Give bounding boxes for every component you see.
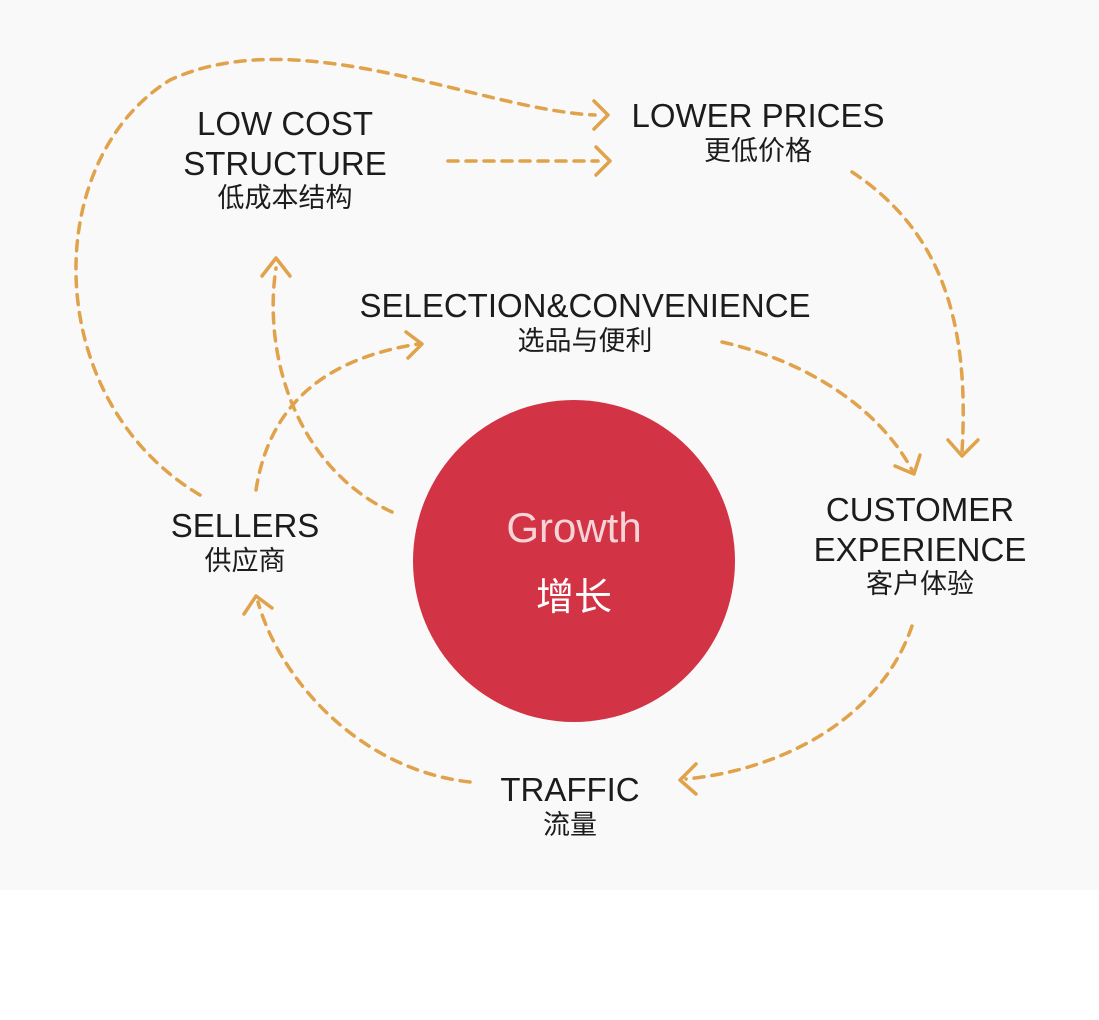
node-sellers-zh: 供应商 <box>204 545 286 577</box>
arrow-lower-prices-to-customer <box>850 170 965 454</box>
arrow-head-customer-left <box>893 453 922 476</box>
arrow-sellers-to-selection <box>254 342 420 492</box>
node-low-cost-en-line2: STRUCTURE <box>183 144 387 182</box>
arrow-head-lower-prices-top <box>592 99 610 131</box>
growth-label-en: Growth <box>506 504 642 551</box>
arrow-selection-to-customer <box>720 340 914 472</box>
node-low-cost-zh: 低成本结构 <box>217 183 353 215</box>
node-traffic-en: TRAFFIC <box>500 771 640 808</box>
node-selection-en: SELECTION&CONVENIENCE <box>359 287 811 324</box>
node-low-cost-structure: LOW COST STRUCTURE 低成本结构 <box>150 104 420 216</box>
arrow-customer-to-traffic <box>684 624 914 781</box>
node-customer-en-line2: EXPERIENCE <box>813 530 1027 568</box>
node-selection-convenience: SELECTION&CONVENIENCE 选品与便利 <box>330 286 840 358</box>
arrow-head-traffic <box>678 762 698 796</box>
growth-circle: Growth 增长 <box>413 400 735 722</box>
arrow-head-selection <box>404 330 424 360</box>
arrow-sellers-to-lower-prices <box>74 57 597 497</box>
node-traffic-zh: 流量 <box>543 809 597 841</box>
node-lower-prices-zh: 更低价格 <box>704 135 812 167</box>
node-sellers-en: SELLERS <box>170 507 320 544</box>
node-selection-zh: 选品与便利 <box>517 325 653 357</box>
growth-label-zh: 增长 <box>535 575 612 619</box>
arrow-growth-to-low-cost <box>271 266 394 514</box>
node-low-cost-en-line1: LOW COST <box>196 105 373 142</box>
arrow-head-low-cost <box>260 256 292 278</box>
arrow-head-customer-right <box>946 438 980 458</box>
node-lower-prices-en: LOWER PRICES <box>631 97 885 134</box>
arrow-head-sellers <box>242 594 274 616</box>
node-lower-prices: LOWER PRICES 更低价格 <box>608 96 908 168</box>
arrow-head-lower-prices-mid <box>594 145 612 177</box>
node-sellers: SELLERS 供应商 <box>140 506 350 578</box>
node-customer-experience: CUSTOMER EXPERIENCE 客户体验 <box>790 490 1050 602</box>
arrow-traffic-to-sellers <box>256 600 472 784</box>
node-customer-zh: 客户体验 <box>866 569 974 601</box>
node-customer-en-line1: CUSTOMER <box>825 491 1015 528</box>
node-traffic: TRAFFIC 流量 <box>470 770 670 842</box>
